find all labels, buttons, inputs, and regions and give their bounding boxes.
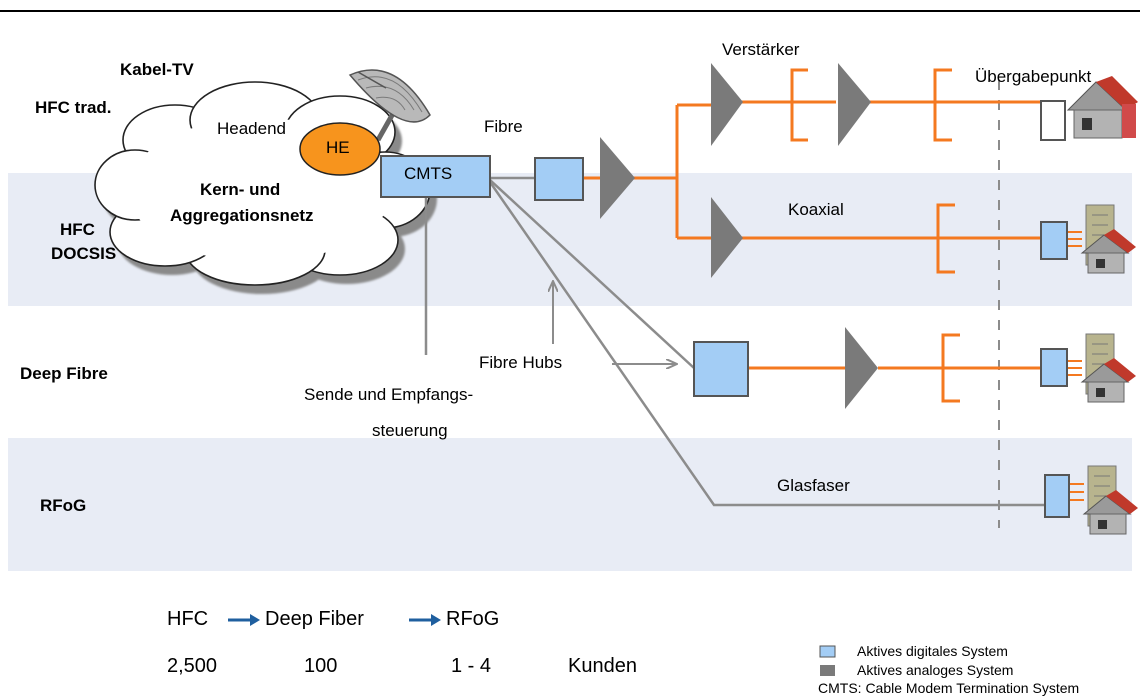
fibre-hubs-label: Fibre Hubs <box>479 353 563 372</box>
row-label-hfc: HFC <box>60 220 95 239</box>
satellite-dish-icon <box>348 69 431 142</box>
progression-step-hfc: HFC <box>167 608 209 630</box>
building-house-icon <box>1082 465 1138 535</box>
row-label-deep-fibre: Deep Fibre <box>20 364 108 383</box>
legend-analog-swatch <box>820 665 835 676</box>
row-label-rfog: RFoG <box>40 496 87 515</box>
arrow-right-icon <box>431 614 441 626</box>
modem-box <box>1040 348 1068 387</box>
progression-step-rfog: RFoG <box>446 608 500 630</box>
glass-fibre-label: Glasfaser <box>777 476 850 495</box>
cmts-box <box>380 155 491 198</box>
progression-step-deep-fiber: Deep Fiber <box>265 608 364 630</box>
fibre-node-box <box>534 157 584 201</box>
row-label-hfc-trad: HFC trad. <box>35 98 112 117</box>
drop-stubs <box>1067 231 1084 501</box>
amplifier-label: Verstärker <box>722 40 800 59</box>
progression-arrows <box>228 614 441 626</box>
amplifier-triangle <box>838 63 871 146</box>
count-unit: Kunden <box>568 655 637 677</box>
legend-digital-label: Aktives digitales System <box>857 643 1008 659</box>
modem-box <box>1040 221 1068 260</box>
headend-label: Headend <box>217 119 287 138</box>
core-network-label-1: Kern- und <box>200 180 281 199</box>
count-hfc: 2,500 <box>167 655 218 677</box>
legend-analog-label: Aktives analoges System <box>857 662 1014 678</box>
control-label-2: steuerung <box>372 421 448 440</box>
control-lines <box>424 176 1044 507</box>
control-label-1: Sende und Empfangs- <box>304 385 474 404</box>
headend-he-circle <box>299 122 381 176</box>
cmts-label: CMTS <box>404 164 453 183</box>
handover-point-label: Übergabepunkt <box>975 67 1092 86</box>
count-rfog: 1 - 4 <box>451 655 492 677</box>
legend-digital-swatch <box>819 645 836 658</box>
handover-box-white <box>1040 100 1066 141</box>
row-label-docsis: DOCSIS <box>51 244 117 263</box>
count-deep-fiber: 100 <box>304 655 338 677</box>
fibre-label: Fibre <box>484 117 523 136</box>
building-house-icon <box>1080 204 1136 274</box>
amplifier-triangle <box>845 327 878 409</box>
house-icon <box>1066 76 1138 139</box>
modem-box <box>1044 474 1070 518</box>
band-deep-fibre <box>8 306 1132 438</box>
amplifier-triangle <box>600 137 635 219</box>
fibre-hub-box <box>693 341 749 397</box>
row-label-kabel-tv: Kabel-TV <box>120 60 194 79</box>
cmts-definition: CMTS: Cable Modem Termination System <box>818 680 1080 696</box>
amplifier-triangle <box>711 63 743 146</box>
amplifier-triangle <box>711 197 743 278</box>
building-house-icon <box>1080 333 1136 403</box>
arrow-right-icon <box>250 614 260 626</box>
he-label: HE <box>326 138 350 157</box>
coax-label: Koaxial <box>788 200 844 219</box>
core-network-label-2: Aggregationsnetz <box>170 206 314 225</box>
coax-lines <box>583 68 1041 403</box>
